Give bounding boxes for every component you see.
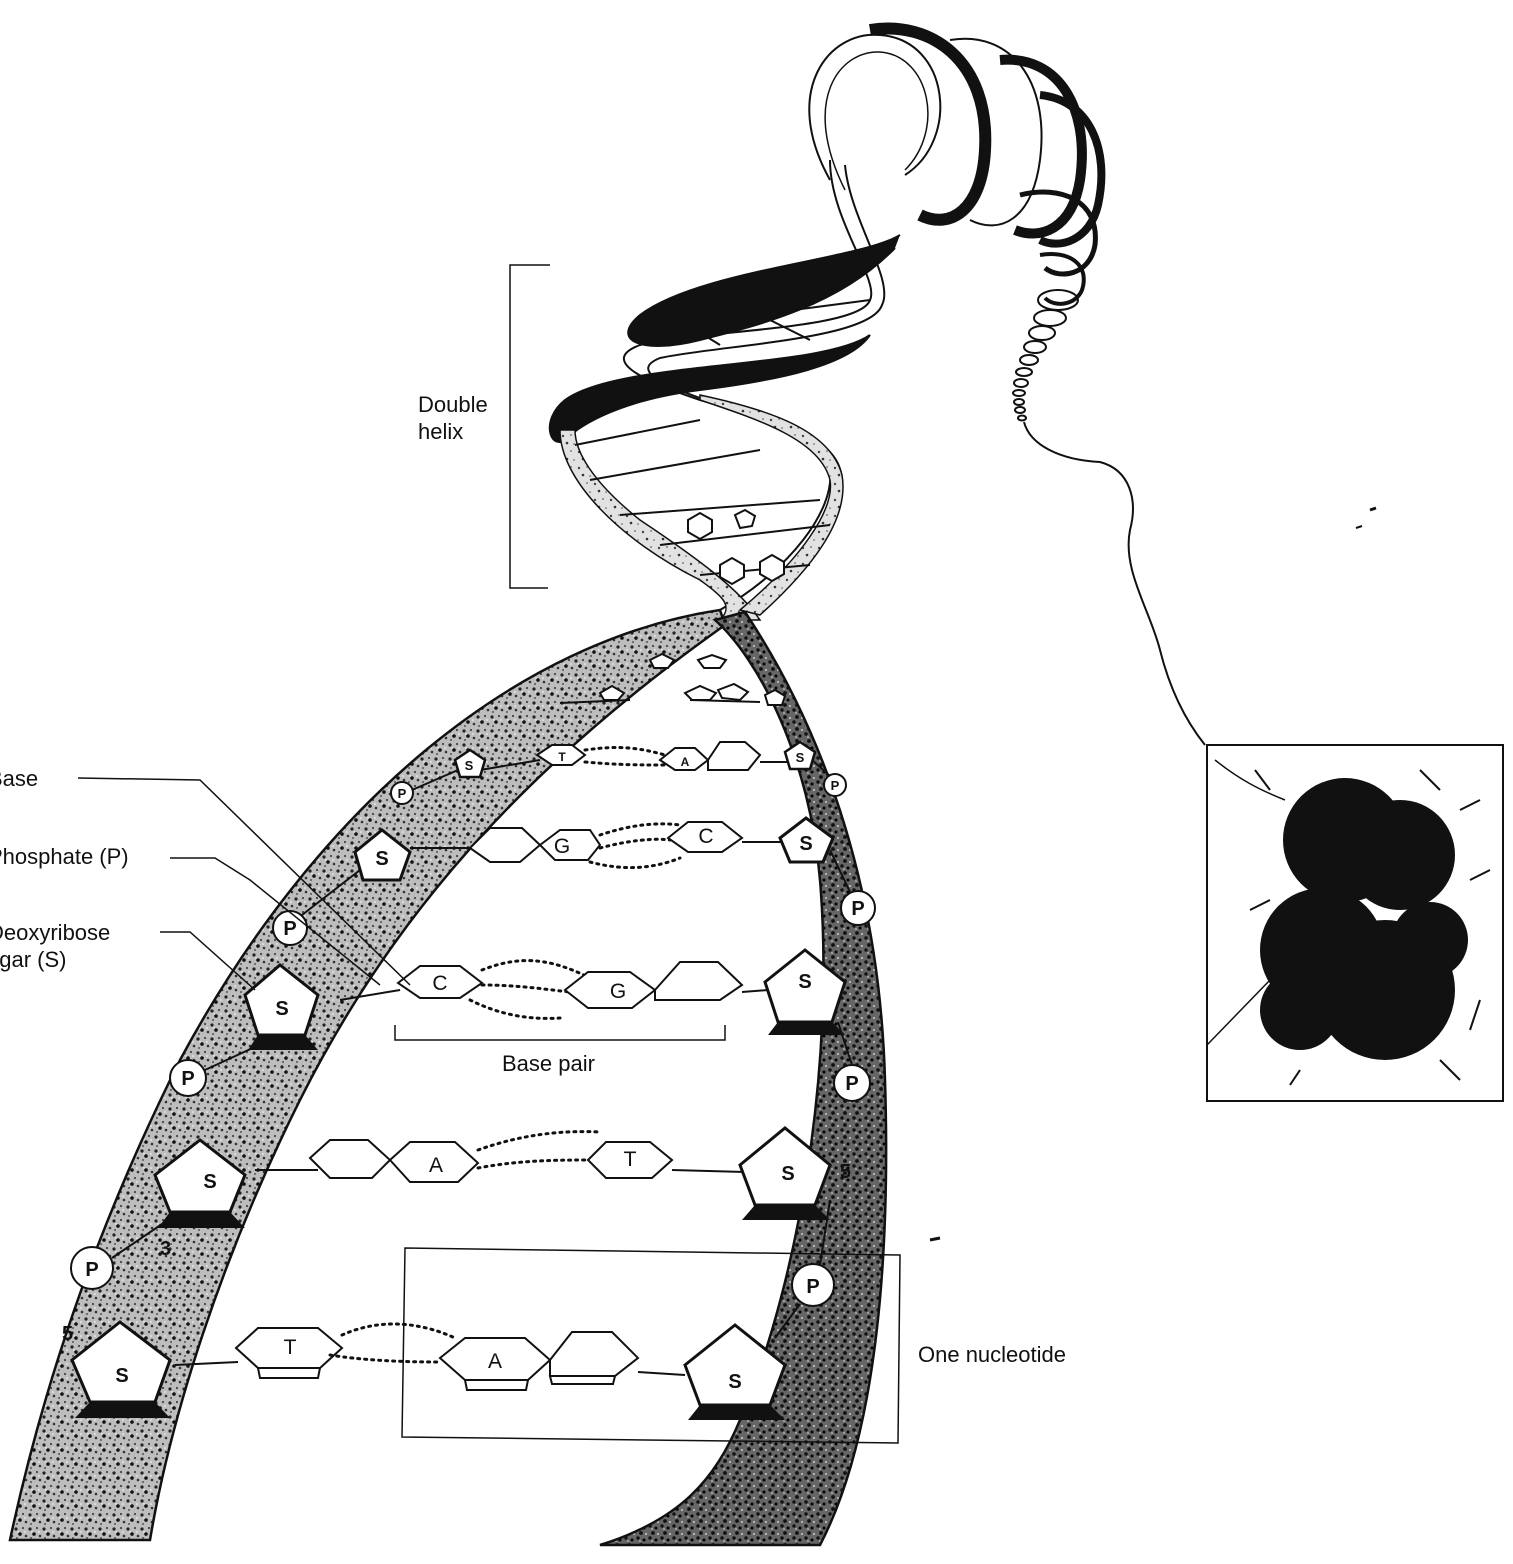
svg-text:S: S [781,1163,794,1185]
label-double-helix-1: Double [418,392,488,417]
base-label-c2: C [432,972,447,995]
base-label-a1: A [681,755,690,769]
svg-text:P: P [283,918,296,940]
double-helix-bracket [510,265,550,588]
svg-text:S: S [203,1171,216,1193]
base-label-c1: C [698,825,713,848]
prime-5-left: 5 [62,1323,73,1345]
label-double-helix-2: helix [418,419,463,444]
svg-text:P: P [806,1276,819,1298]
coiled-dna-fiber [809,29,1205,746]
chromatin-inset [1207,745,1503,1101]
svg-text:P: P [181,1068,194,1090]
svg-text:S: S [799,833,812,855]
prime-5-right: 5 [840,1161,851,1183]
base-label-t4: T [284,1336,297,1359]
label-one-nucleotide: One nucleotide [918,1342,1066,1367]
svg-text:P: P [845,1073,858,1095]
svg-text:S: S [796,750,805,765]
base-label-a4: A [488,1350,502,1373]
svg-text:S: S [275,998,288,1020]
svg-text:S: S [375,848,388,870]
base-label-g1: G [554,835,570,858]
base-label-t3: T [624,1148,637,1171]
base-label-g2: G [610,980,626,1003]
svg-text:S: S [465,758,474,773]
label-deoxyribose-1: Deoxyribose [0,920,110,945]
label-base: Base [0,766,38,791]
svg-text:S: S [115,1365,128,1387]
svg-text:S: S [798,971,811,993]
svg-text:S: S [728,1371,741,1393]
label-deoxyribose-2: sugar (S) [0,947,66,972]
base-label-a3: A [429,1154,443,1177]
prime-3-left: 3 [160,1238,171,1260]
svg-text:P: P [398,786,407,801]
label-phosphate: Phosphate (P) [0,844,129,869]
label-base-pair: Base pair [502,1051,595,1076]
double-helix-upper [550,160,900,620]
base-label-t1: T [558,750,566,764]
svg-text:P: P [851,898,864,920]
svg-text:P: P [85,1259,98,1281]
svg-text:P: P [831,778,840,793]
